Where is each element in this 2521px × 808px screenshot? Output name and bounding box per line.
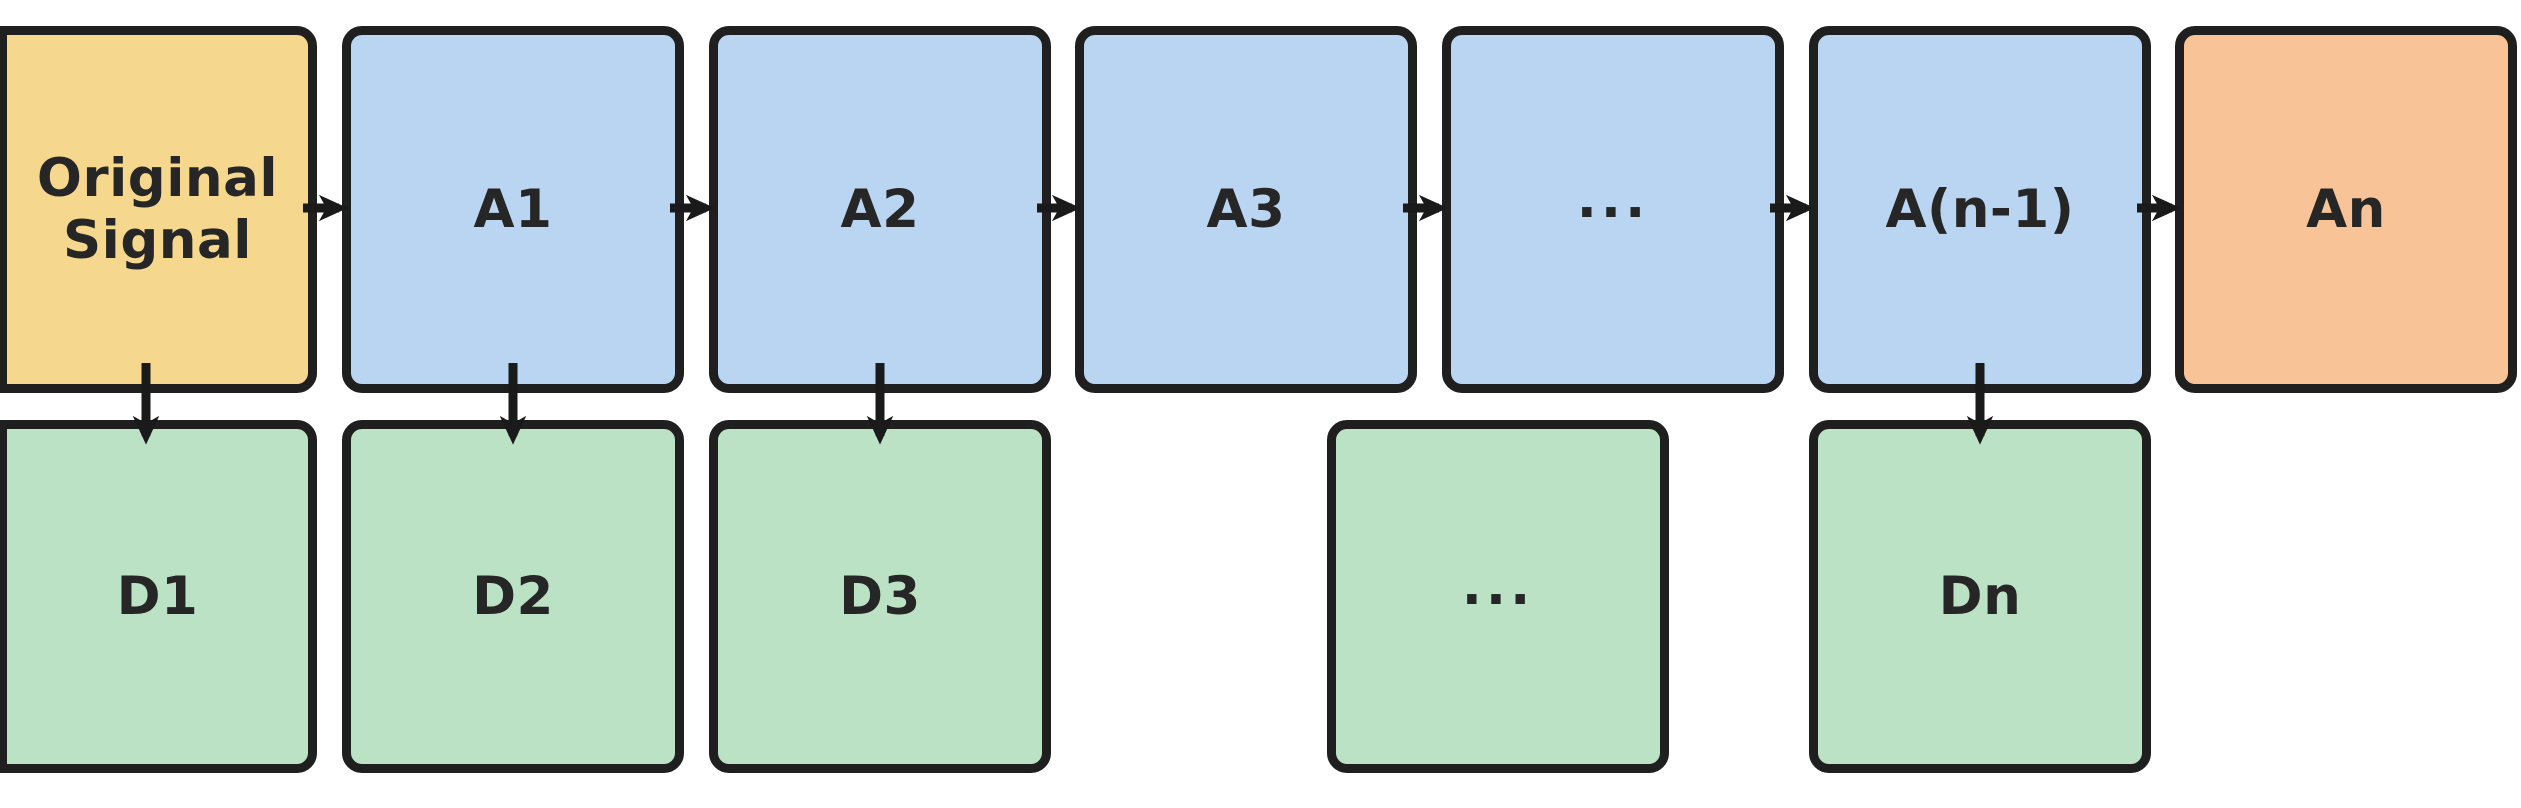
box-original-signal: Original Signal — [0, 26, 317, 393]
box-d3: D3 — [709, 420, 1051, 773]
box-an: An — [2175, 26, 2517, 393]
box-d1-label: D1 — [116, 565, 199, 627]
box-approximation-ellipsis: ... — [1442, 26, 1784, 393]
box-d1: D1 — [0, 420, 317, 773]
box-a2-label: A2 — [840, 178, 920, 240]
box-detail-ellipsis: ... — [1327, 420, 1669, 773]
box-dn: Dn — [1809, 420, 2151, 773]
box-an-label: An — [2306, 178, 2386, 240]
box-a3-label: A3 — [1206, 178, 1286, 240]
box-d2-label: D2 — [472, 565, 554, 627]
box-d3-label: D3 — [839, 565, 921, 627]
box-a2: A2 — [709, 26, 1051, 393]
box-d2: D2 — [342, 420, 684, 773]
box-a1-label: A1 — [473, 178, 553, 240]
box-approximation-ellipsis-label: ... — [1576, 168, 1650, 230]
box-a3: A3 — [1075, 26, 1417, 393]
box-a-n-minus-1-label: A(n-1) — [1885, 178, 2075, 240]
box-original-signal-label: Original Signal — [36, 147, 279, 271]
box-dn-label: Dn — [1938, 565, 2022, 627]
box-a1: A1 — [342, 26, 684, 393]
box-detail-ellipsis-label: ... — [1461, 555, 1535, 617]
box-a-n-minus-1: A(n-1) — [1809, 26, 2151, 393]
